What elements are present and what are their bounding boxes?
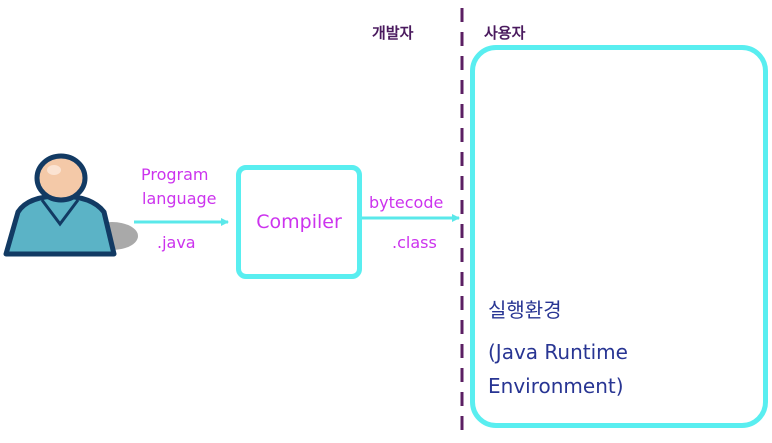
runtime-label-line3: Environment) xyxy=(488,374,624,398)
output-extension: .class xyxy=(392,233,437,252)
compiler-label: Compiler xyxy=(256,211,342,233)
developer-label: 개발자 xyxy=(372,24,414,42)
input-extension: .java xyxy=(157,233,196,252)
user-label: 사용자 xyxy=(484,24,526,42)
compiler-box: Compiler xyxy=(236,165,362,279)
runtime-environment-box xyxy=(470,45,768,428)
runtime-label-line2: (Java Runtime xyxy=(488,340,628,364)
person-icon xyxy=(3,153,138,257)
input-label-line1: Program xyxy=(141,165,209,184)
output-label: bytecode xyxy=(369,193,444,212)
runtime-label-korean: 실행환경 xyxy=(488,298,562,322)
input-label-line2: language xyxy=(142,189,217,208)
